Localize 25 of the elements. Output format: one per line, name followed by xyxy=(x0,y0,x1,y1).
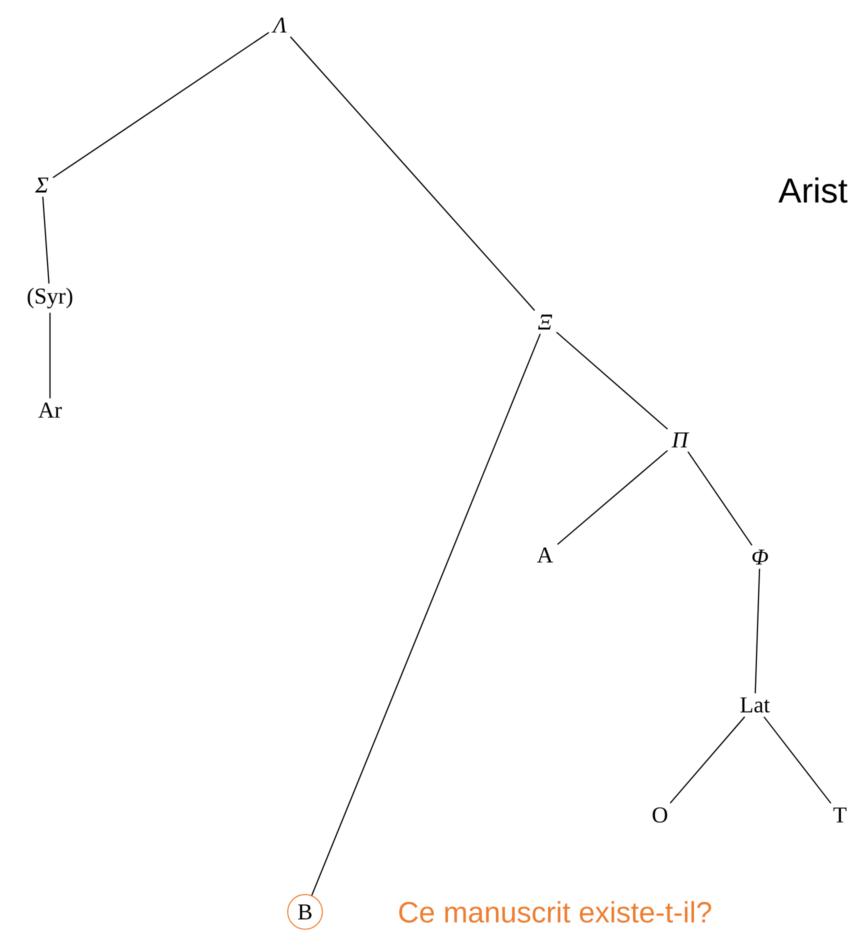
stemma-line xyxy=(764,716,832,804)
stemma-line xyxy=(754,568,760,694)
stemma-line xyxy=(311,334,541,896)
siglum-text: Φ xyxy=(752,550,768,564)
siglum-text: Σ xyxy=(35,178,48,192)
stemma-line xyxy=(557,450,668,545)
siglum-text: O xyxy=(652,807,668,823)
stemma-line xyxy=(49,312,51,398)
stemma-line xyxy=(42,196,50,284)
stemma-line xyxy=(687,451,752,546)
stemma-line xyxy=(556,332,668,430)
siglum-text: Ξ xyxy=(538,314,552,330)
siglum-text: A xyxy=(537,548,554,562)
siglum-text: T xyxy=(833,808,846,822)
circled-siglum: B xyxy=(287,894,323,930)
stemma-line xyxy=(290,36,536,311)
siglum-text: Λ xyxy=(271,18,287,33)
siglum-text: Ar xyxy=(38,402,62,418)
siglum-text: Π xyxy=(672,432,690,448)
note-text: Ce manuscrit existe-t-il? xyxy=(399,901,712,923)
siglum-text: (Syr) xyxy=(28,288,72,308)
stemma-line xyxy=(670,716,746,804)
siglum-text: Lat xyxy=(740,697,770,713)
stemma-line xyxy=(52,32,270,178)
title-text: Arist xyxy=(778,177,848,203)
